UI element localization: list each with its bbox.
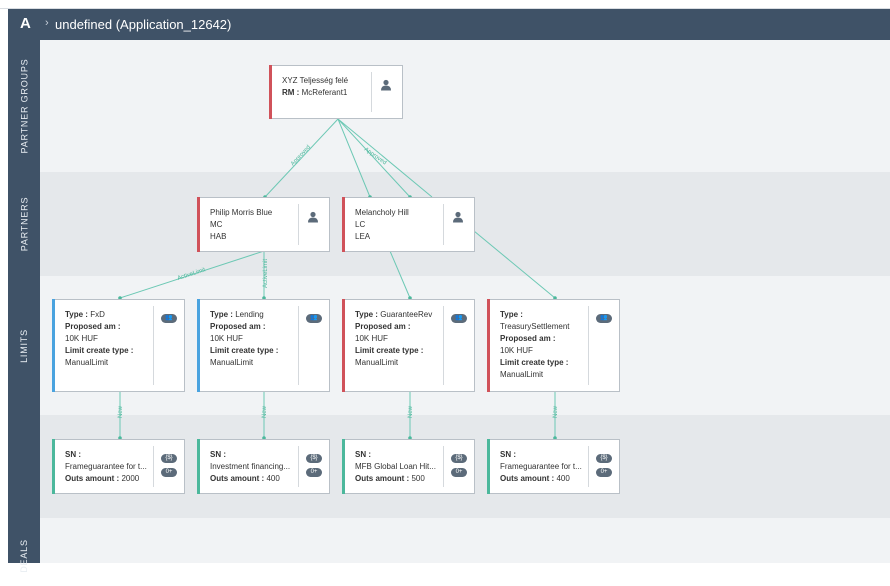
partner-name: Philip Morris Blue [210,208,273,217]
app-header: A › undefined (Application_12642) [8,9,890,40]
deal-sn: Investment financing... [210,462,291,471]
counter-badge[interactable]: 0+ [451,468,467,477]
edge-label-active-limit: ActiveLimit [177,267,207,282]
counter-badge[interactable]: 0+ [596,468,612,477]
dollar-icon[interactable]: {$} [596,454,612,463]
limit-card[interactable]: Type : Lending Proposed am : 10K HUF Lim… [197,299,330,392]
group-users-icon[interactable]: 👥 [596,314,612,323]
limit-type: Lending [235,310,264,319]
breadcrumb-separator-icon: › [45,17,49,29]
user-icon [453,211,463,223]
counter-badge[interactable]: 0+ [161,468,177,477]
partner-code: LEA [355,232,371,241]
level-rail: PARTNER GROUPS PARTNERS LIMITS DEALS [8,40,40,573]
deal-sn: Frameguarantee for t... [500,462,582,471]
partner-group-card[interactable]: XYZ Teljesség felé RM : McReferant1 [269,65,403,119]
edge-label-new: New [553,405,559,418]
app-logo[interactable]: A [20,15,31,32]
group-name: XYZ Teljesség felé [282,76,349,85]
user-icon [308,211,318,223]
dollar-icon[interactable]: {$} [306,454,322,463]
edge-label-active-limit: ActiveLimit [263,259,269,288]
rm-value: McReferant1 [301,88,348,97]
rm-label: RM : [282,88,300,97]
page-title: undefined (Application_12642) [55,17,232,32]
limit-proposed-amount: 10K HUF [500,346,533,355]
dollar-icon[interactable]: {$} [161,454,177,463]
deal-outs-amount: 400 [266,474,280,483]
limit-create-type: ManualLimit [210,358,254,367]
deal-sn: Frameguarantee for t... [65,462,147,471]
partner-category: MC [210,220,223,229]
connection-lines: Approved Approved ActiveLimit ActiveLimi… [118,118,559,440]
partner-category: LC [355,220,366,229]
deal-card[interactable]: SN : Frameguarantee for t... Outs amount… [487,439,620,494]
deal-card[interactable]: SN : Investment financing... Outs amount… [197,439,330,494]
limit-card[interactable]: Type : FxD Proposed am : 10K HUF Limit c… [52,299,185,392]
edge-label-new: New [262,405,268,418]
limit-card[interactable]: Type : GuaranteeRev Proposed am : 10K HU… [342,299,475,392]
limit-create-type: ManualLimit [500,370,544,379]
limit-card[interactable]: Type : TreasurySettlement Proposed am : … [487,299,620,392]
partner-code: HAB [210,232,227,241]
deal-outs-amount: 2000 [121,474,140,483]
edge-label-approved: Approved [290,144,312,167]
limit-type: FxD [90,310,105,319]
limit-proposed-amount: 10K HUF [355,334,388,343]
user-icon [381,79,391,91]
deal-outs-amount: 500 [411,474,425,483]
limit-type: GuaranteeRev [380,310,433,319]
top-strip [0,0,890,9]
group-users-icon[interactable]: 👥 [161,314,177,323]
limit-create-type: ManualLimit [65,358,109,367]
deal-outs-amount: 400 [556,474,570,483]
limit-proposed-amount: 10K HUF [65,334,98,343]
limit-type: TreasurySettlement [500,322,570,331]
edge-label-new: New [408,405,414,418]
deal-card[interactable]: SN : Frameguarantee for t... Outs amount… [52,439,185,494]
deal-card[interactable]: SN : MFB Global Loan Hit... Outs amount … [342,439,475,494]
dollar-icon[interactable]: {$} [451,454,467,463]
counter-badge[interactable]: 0+ [306,468,322,477]
edge-label-new: New [118,405,124,418]
group-users-icon[interactable]: 👥 [451,314,467,323]
partner-card[interactable]: Melancholy Hill LC LEA [342,197,475,252]
limit-create-type: ManualLimit [355,358,399,367]
deal-sn: MFB Global Loan Hit... [355,462,436,471]
partner-card[interactable]: Philip Morris Blue MC HAB [197,197,330,252]
band-empty [40,518,890,563]
limit-proposed-amount: 10K HUF [210,334,243,343]
partner-name: Melancholy Hill [355,208,409,217]
band-partner-groups [40,40,890,172]
group-users-icon[interactable]: 👥 [306,314,322,323]
